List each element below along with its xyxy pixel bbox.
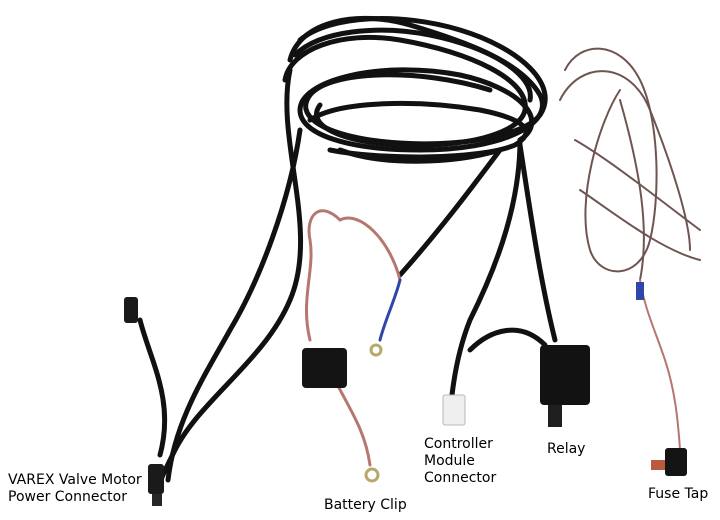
varex-label-line2: Power Connector xyxy=(8,489,127,505)
controller-label-line2: Module xyxy=(424,453,475,469)
battery-ring-terminal xyxy=(364,343,383,483)
controller-label-line3: Connector xyxy=(424,470,497,486)
controller-connector-label: Controller Module Connector xyxy=(424,436,496,487)
battery-clip-label: Battery Clip xyxy=(324,497,407,513)
fuse-tap-band xyxy=(636,282,644,300)
cable-to-varex xyxy=(137,67,304,493)
varex-label-line1: VAREX Valve Motor xyxy=(8,472,142,488)
fuse-holder xyxy=(302,348,347,388)
fuse-tap-label: Fuse Tap xyxy=(648,486,709,502)
fuse-tap-connector xyxy=(651,448,687,476)
relay-block xyxy=(540,345,590,427)
varex-connector xyxy=(124,297,164,506)
controller-connector xyxy=(442,394,466,426)
fuse-tap-wire xyxy=(559,47,701,451)
black-cable-coil xyxy=(282,15,548,164)
relay-label: Relay xyxy=(547,441,586,457)
varex-connector-label: VAREX Valve Motor Power Connector xyxy=(8,472,142,506)
controller-label-line1: Controller xyxy=(424,436,493,452)
cable-to-relay-controller xyxy=(397,137,558,398)
battery-clip-wire xyxy=(304,209,402,467)
